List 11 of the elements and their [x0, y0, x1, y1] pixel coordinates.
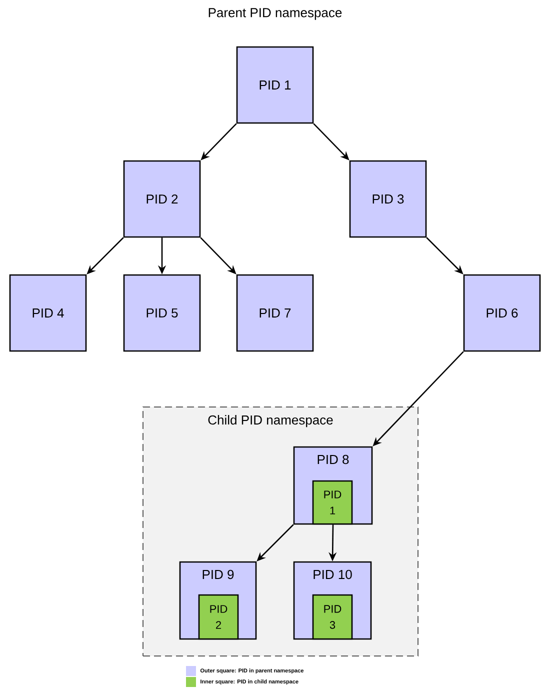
process-box: PID 6	[463, 274, 541, 352]
inner-square: PID 2	[198, 594, 239, 640]
process-box: PID 4	[9, 274, 87, 352]
inner-square: PID 1	[312, 480, 353, 525]
process-box: PID 3	[349, 160, 427, 238]
title: Parent PID namespace	[208, 8, 342, 20]
inner-square: PID 3	[312, 594, 353, 640]
process-box: PID 7	[236, 274, 314, 352]
process-box: PID 2	[123, 160, 201, 238]
process-box: PID 5	[123, 274, 201, 352]
process-box: PID 1	[236, 46, 314, 124]
